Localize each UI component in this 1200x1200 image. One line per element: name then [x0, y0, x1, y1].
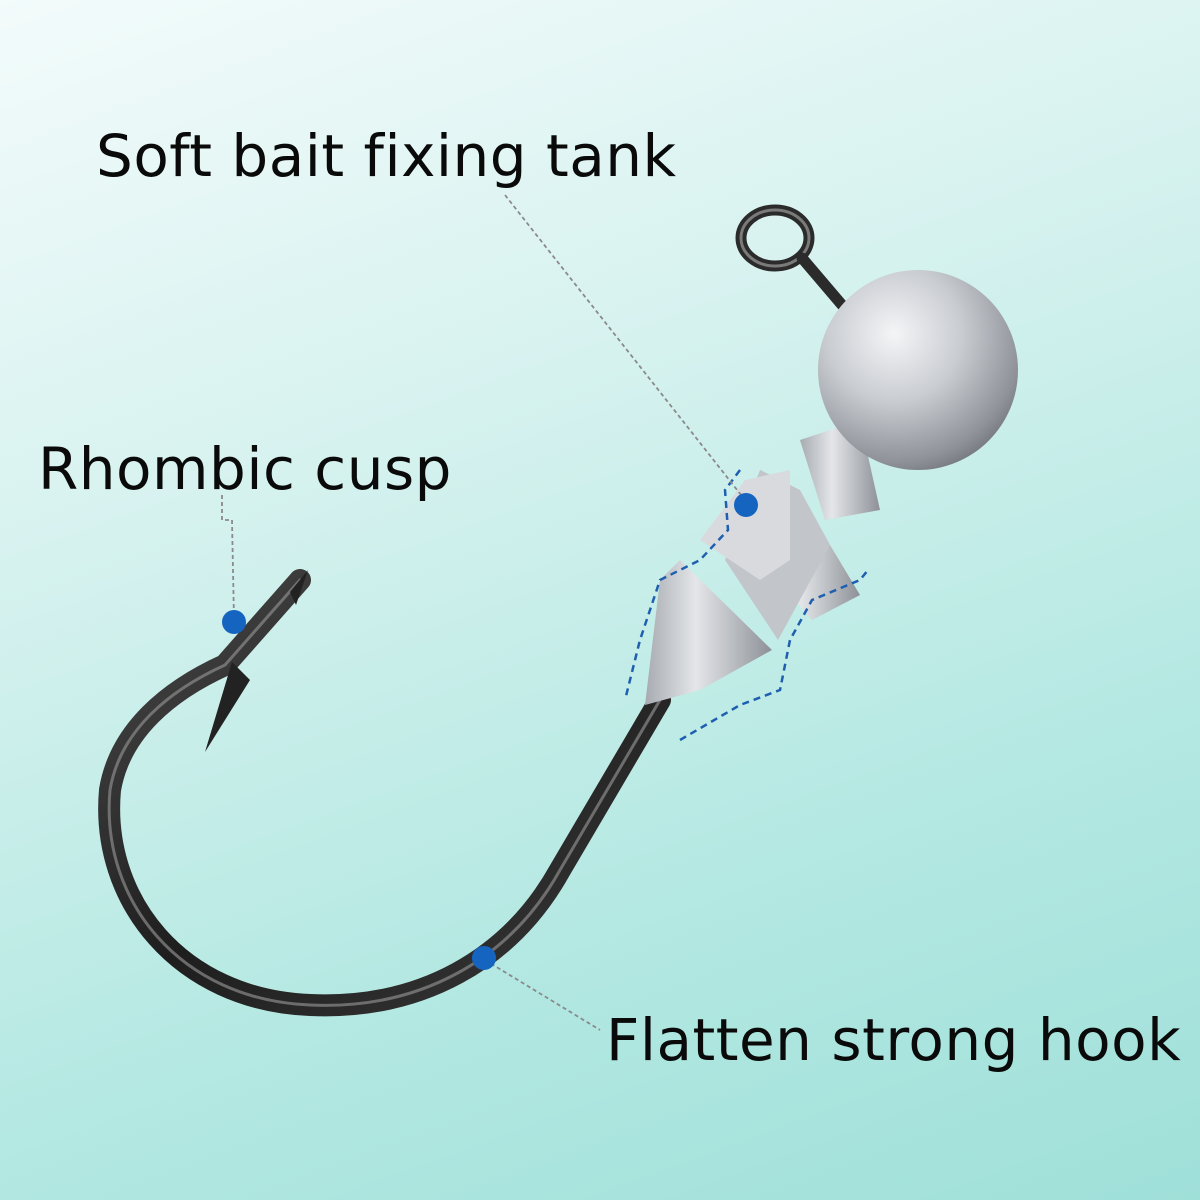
- leader-lines: [221, 194, 746, 1031]
- lead-ball-head: [818, 270, 1018, 470]
- marker-dot-hook: [472, 946, 496, 970]
- leader-line-hook: [484, 959, 601, 1031]
- fixing-tank-outline: [623, 469, 869, 742]
- marker-dot-tank: [734, 493, 758, 517]
- hook-body: [98, 569, 671, 1017]
- bait-keeper-collar: [645, 470, 860, 705]
- leader-line-tank: [504, 194, 746, 501]
- label-flatten-strong-hook: Flatten strong hook: [606, 1006, 1182, 1074]
- hook-eye: [735, 204, 848, 311]
- label-rhombic-cusp: Rhombic cusp: [38, 435, 452, 503]
- marker-dot-cusp: [222, 610, 246, 634]
- leader-line-cusp: [221, 495, 235, 621]
- label-soft-bait-fixing-tank: Soft bait fixing tank: [96, 122, 677, 190]
